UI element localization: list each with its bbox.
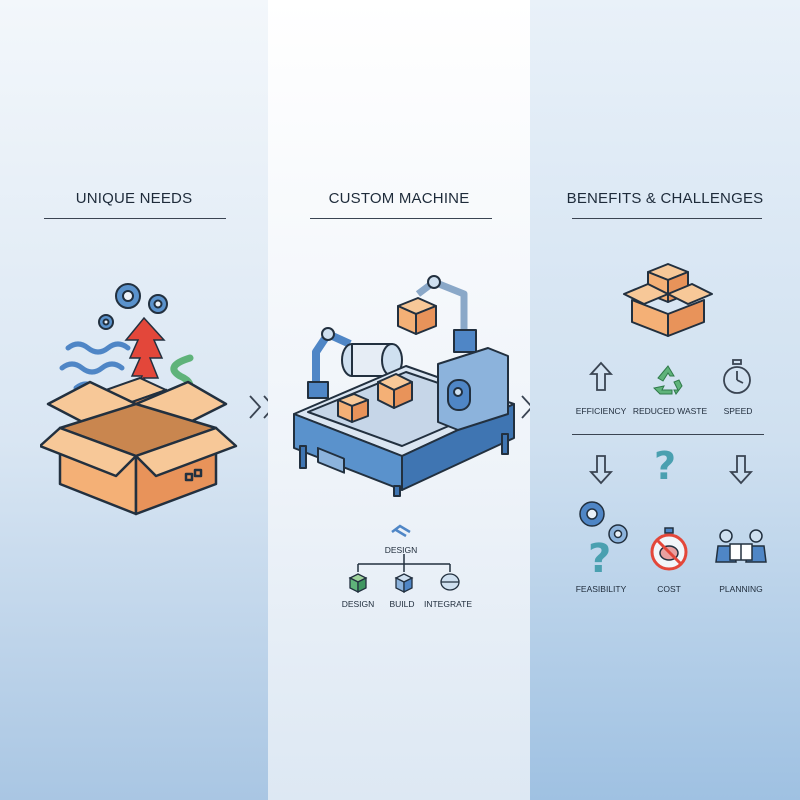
benefits-challenges-panel: BENEFITS & CHALLENGES EFFICIENCY RE [530, 0, 800, 800]
custom-machine-divider [310, 218, 492, 219]
challenge-cost: COST [657, 584, 681, 594]
recycle-icon [652, 365, 683, 395]
process-step-integrate: INTEGRATE [423, 599, 472, 609]
benefits-challenges-divider [572, 218, 762, 219]
process-step-build: BUILD [389, 599, 415, 609]
benefits-separator [572, 434, 764, 435]
question-mark-icon: ? [654, 444, 677, 488]
machine-illustration [293, 275, 515, 497]
benefit-efficiency: EFFICIENCY [575, 406, 627, 416]
arrow-down-icon [728, 455, 754, 485]
no-cost-icon [650, 527, 688, 571]
process-top-label: DESIGN [384, 545, 418, 555]
product-box-icon [623, 263, 713, 337]
challenge-feasibility: FEASIBILITY [575, 584, 627, 594]
process-step-design: DESIGN [341, 599, 375, 609]
benefit-reduced-waste: REDUCED WASTE [632, 406, 708, 416]
cardboard-box [40, 380, 238, 516]
arrow-down-icon [588, 455, 614, 485]
planning-people-icon [715, 529, 767, 563]
svg-text:?: ? [588, 536, 611, 578]
custom-machine-title: CUSTOM MACHINE [328, 190, 470, 207]
feasibility-gear-icon: ? [579, 501, 628, 578]
benefits-challenges-title: BENEFITS & CHALLENGES [566, 190, 764, 207]
custom-machine-panel: CUSTOM MACHINE [268, 0, 548, 800]
design-tools-icon [391, 524, 411, 538]
benefit-speed: SPEED [723, 406, 753, 416]
unique-needs-title: UNIQUE NEEDS [75, 190, 193, 207]
unique-needs-panel: UNIQUE NEEDS [0, 0, 276, 800]
challenge-planning: PLANNING [719, 584, 763, 594]
arrow-up-icon [588, 361, 614, 391]
unique-needs-divider [44, 218, 226, 219]
stopwatch-icon [723, 359, 751, 394]
process-tree [348, 524, 460, 594]
gear-icon [98, 283, 168, 330]
open-box-illustration [40, 283, 238, 516]
